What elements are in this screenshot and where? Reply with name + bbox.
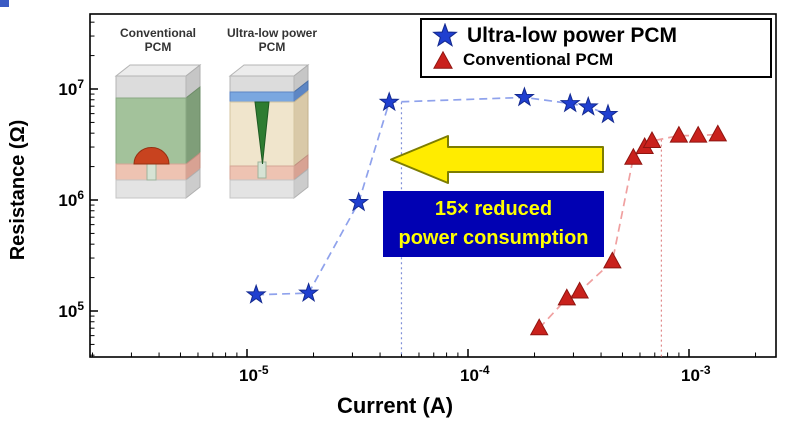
device-schematic-inset: Conventional PCM Ultra-low power PCM [108,26,322,208]
power-reduction-callout: 15× reduced power consumption [383,191,604,257]
svg-text:10-5: 10-5 [239,363,269,385]
callout-line-1: 15× reduced [434,198,553,220]
label-line: Ultra-low power [226,26,317,40]
mushroom-cell [133,147,170,165]
svg-text:107: 107 [58,77,84,99]
svg-text:106: 106 [58,188,84,210]
star-data-point [348,191,370,212]
conventional-pcm-schematic: Conventional PCM [108,26,208,208]
triangle-data-point [624,147,643,165]
corner-artifact [0,0,9,7]
label-line: PCM [258,40,286,55]
star-data-point [577,95,599,116]
ultra-low-power-pcm-schematic: Ultra-low power PCM [222,26,322,208]
legend-label-ultra-low: Ultra-low power PCM [467,24,678,47]
svg-text:105: 105 [58,299,84,321]
heater-plug [146,163,157,181]
power-reduction-arrow-icon [390,135,604,184]
triangle-data-point [529,318,549,336]
legend-entry-ultra-low: Ultra-low power PCM [432,23,760,49]
svg-text:10-4: 10-4 [460,363,490,385]
triangle-data-point [642,130,662,149]
star-marker-icon [432,23,458,47]
conventional-pcm-device-icon [114,63,202,200]
label-line: Conventional [119,26,196,40]
chart-legend: Ultra-low power PCM Conventional PCM [420,18,772,78]
label-line: PCM [144,40,172,55]
tapered-cell [254,101,270,165]
star-data-point [298,282,320,303]
triangle-data-point [603,251,622,269]
star-data-point [245,283,267,304]
legend-entry-conventional: Conventional PCM [432,49,760,71]
svg-text:10-3: 10-3 [681,363,711,385]
x-axis-label: Current (A) [337,393,453,418]
triangle-data-point [688,125,708,143]
star-data-point [597,103,619,124]
heater-plug [257,161,267,179]
ultra-low-power-pcm-device-icon [228,63,310,200]
triangle-marker-icon [433,50,453,69]
star-data-point [559,92,581,113]
star-data-point [513,86,535,107]
legend-label-conventional: Conventional PCM [463,50,614,69]
y-axis-label: Resistance (Ω) [7,120,29,261]
ultra-low-power-pcm-label: Ultra-low power PCM [222,26,322,56]
conventional-pcm-label: Conventional PCM [108,26,208,56]
triangle-data-point [669,125,689,143]
triangle-data-point [708,124,728,142]
triangle-data-point [570,281,589,299]
callout-line-2: power consumption [398,227,589,249]
star-data-point [378,91,400,112]
